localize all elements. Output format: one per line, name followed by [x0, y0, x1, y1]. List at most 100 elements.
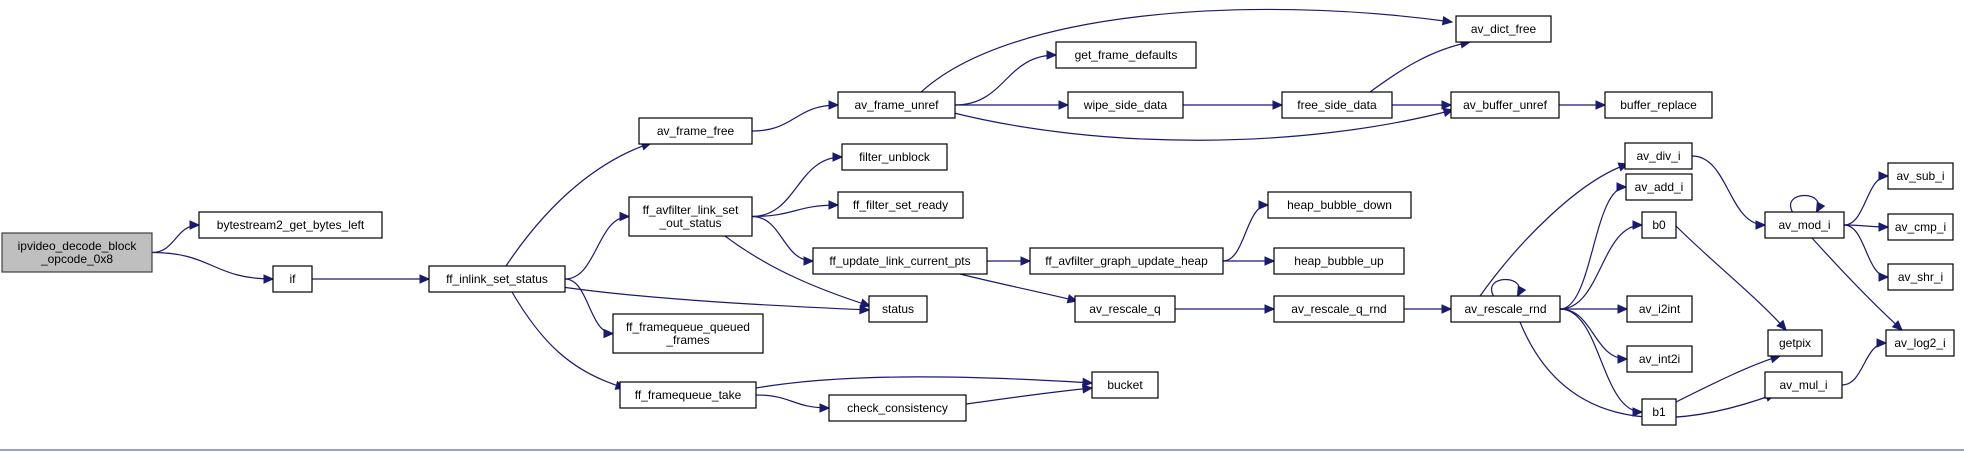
node-label: status	[882, 302, 914, 316]
node-b0[interactable]: b0	[1641, 211, 1677, 239]
node-update-pts[interactable]: ff_update_link_current_pts	[812, 247, 988, 275]
edge-frame-unref-to-get-frame-defaults	[954, 54, 1057, 106]
edge-inlink-to-status	[554, 285, 870, 311]
node-box[interactable]	[1625, 173, 1693, 201]
node-int2i[interactable]: av_int2i	[1626, 345, 1693, 373]
node-box[interactable]	[612, 313, 764, 354]
node-get-frame-defaults[interactable]: get_frame_defaults	[1055, 41, 1197, 69]
node-wipe-side-data[interactable]: wipe_side_data	[1067, 91, 1184, 119]
node-rescale-rnd[interactable]: av_rescale_rnd	[1450, 295, 1561, 323]
node-box[interactable]	[1067, 91, 1184, 119]
node-root[interactable]: ipvideo_decode_block_opcode_0x8	[1, 232, 153, 273]
edge-frame-unref-to-get-frame-defaults-arrowhead	[1046, 50, 1058, 60]
node-fq-queued[interactable]: ff_framequeue_queued_frames	[612, 313, 764, 354]
node-sub-i[interactable]: av_sub_i	[1887, 162, 1954, 190]
node-check-consistency[interactable]: check_consistency	[828, 394, 967, 422]
node-box[interactable]	[1626, 345, 1693, 373]
node-box[interactable]	[1604, 91, 1713, 119]
node-box[interactable]	[837, 91, 956, 119]
node-box[interactable]	[1767, 329, 1823, 357]
node-label: bucket	[1107, 378, 1143, 392]
edge-mul-i-to-log2-i	[1841, 342, 1887, 386]
edge-avfilter-link-to-filter-ready	[751, 204, 839, 218]
node-label: av_buffer_unref	[1463, 98, 1548, 112]
node-box[interactable]	[198, 211, 383, 239]
node-box[interactable]	[428, 265, 566, 293]
node-box[interactable]	[1, 232, 153, 273]
node-buffer-unref[interactable]: av_buffer_unref	[1450, 91, 1560, 119]
node-shr-i[interactable]: av_shr_i	[1887, 263, 1954, 291]
node-box[interactable]	[1624, 142, 1693, 170]
node-box[interactable]	[1641, 211, 1677, 239]
node-box[interactable]	[828, 394, 967, 422]
node-fq-take[interactable]: ff_framequeue_take	[619, 381, 757, 409]
node-dict-free[interactable]: av_dict_free	[1455, 15, 1552, 43]
node-filter-ready[interactable]: ff_filter_set_ready	[837, 191, 964, 219]
node-box[interactable]	[1626, 295, 1693, 323]
node-box[interactable]	[1641, 398, 1677, 426]
node-graph-update-heap[interactable]: ff_avfilter_graph_update_heap	[1029, 247, 1224, 275]
node-i2int[interactable]: av_i2int	[1626, 295, 1693, 323]
node-box[interactable]	[1455, 15, 1552, 43]
node-getpix[interactable]: getpix	[1767, 329, 1823, 357]
node-rescale-q[interactable]: av_rescale_q	[1074, 295, 1176, 323]
node-box[interactable]	[868, 295, 928, 323]
node-frame-unref[interactable]: av_frame_unref	[837, 91, 956, 119]
node-add-i[interactable]: av_add_i	[1625, 173, 1693, 201]
node-box[interactable]	[1281, 91, 1393, 119]
node-box[interactable]	[1887, 162, 1954, 190]
node-log2-i[interactable]: av_log2_i	[1885, 329, 1955, 357]
node-inlink[interactable]: ff_inlink_set_status	[428, 265, 566, 293]
node-box[interactable]	[1074, 295, 1176, 323]
edge-b0-to-getpix-arrowhead	[1776, 319, 1787, 331]
node-bytestream2[interactable]: bytestream2_get_bytes_left	[198, 211, 383, 239]
node-b1[interactable]: b1	[1641, 398, 1677, 426]
node-label: ff_update_link_current_pts	[829, 254, 970, 268]
node-frame-free[interactable]: av_frame_free	[638, 117, 753, 145]
node-label: ff_inlink_set_status	[446, 272, 548, 286]
node-box[interactable]	[1267, 191, 1412, 219]
node-avfilter-link[interactable]: ff_avfilter_link_set_out_status	[628, 196, 753, 237]
node-if[interactable]: if	[272, 265, 313, 293]
edge-update-pts-to-graph-update-heap-arrowhead	[1020, 256, 1032, 266]
edge-frame-unref-to-dict-free-arrowhead	[1441, 15, 1454, 26]
node-box[interactable]	[272, 265, 313, 293]
node-box[interactable]	[1273, 247, 1405, 275]
node-rescale-q-rnd[interactable]: av_rescale_q_rnd	[1273, 295, 1405, 323]
node-box[interactable]	[1764, 371, 1843, 399]
node-box[interactable]	[628, 196, 753, 237]
node-box[interactable]	[837, 191, 964, 219]
node-box[interactable]	[1887, 213, 1954, 241]
node-status[interactable]: status	[868, 295, 928, 323]
node-box[interactable]	[1885, 329, 1955, 357]
edge-avfilter-link-to-status	[724, 235, 871, 307]
node-box[interactable]	[619, 381, 757, 409]
node-filter-unblock[interactable]: filter_unblock	[841, 143, 948, 171]
node-cmp-i[interactable]: av_cmp_i	[1887, 213, 1954, 241]
node-box[interactable]	[812, 247, 988, 275]
node-box[interactable]	[1091, 371, 1159, 399]
node-box[interactable]	[1450, 91, 1560, 119]
node-heap-up[interactable]: heap_bubble_up	[1273, 247, 1405, 275]
node-buffer-replace[interactable]: buffer_replace	[1604, 91, 1713, 119]
node-box[interactable]	[1764, 211, 1845, 239]
node-free-side-data[interactable]: free_side_data	[1281, 91, 1393, 119]
node-div-i[interactable]: av_div_i	[1624, 142, 1693, 170]
edge-wipe-side-data-to-free-side-data-arrowhead	[1272, 100, 1284, 110]
node-label: b1	[1652, 405, 1666, 419]
node-box[interactable]	[1273, 295, 1405, 323]
node-bucket[interactable]: bucket	[1091, 371, 1159, 399]
node-box[interactable]	[1055, 41, 1197, 69]
node-box[interactable]	[1029, 247, 1224, 275]
node-label: av_add_i	[1635, 180, 1684, 194]
node-box[interactable]	[638, 117, 753, 145]
edge-rescale-rnd-to-int2i-arrowhead	[1617, 354, 1629, 364]
node-box[interactable]	[841, 143, 948, 171]
node-mod-i[interactable]: av_mod_i	[1764, 211, 1845, 239]
edge-rescale-rnd-to-add-i-arrowhead	[1616, 182, 1628, 192]
node-heap-down[interactable]: heap_bubble_down	[1267, 191, 1412, 219]
node-box[interactable]	[1887, 263, 1954, 291]
node-mul-i[interactable]: av_mul_i	[1764, 371, 1843, 399]
node-box[interactable]	[1450, 295, 1561, 323]
node-label: heap_bubble_up	[1294, 254, 1384, 268]
